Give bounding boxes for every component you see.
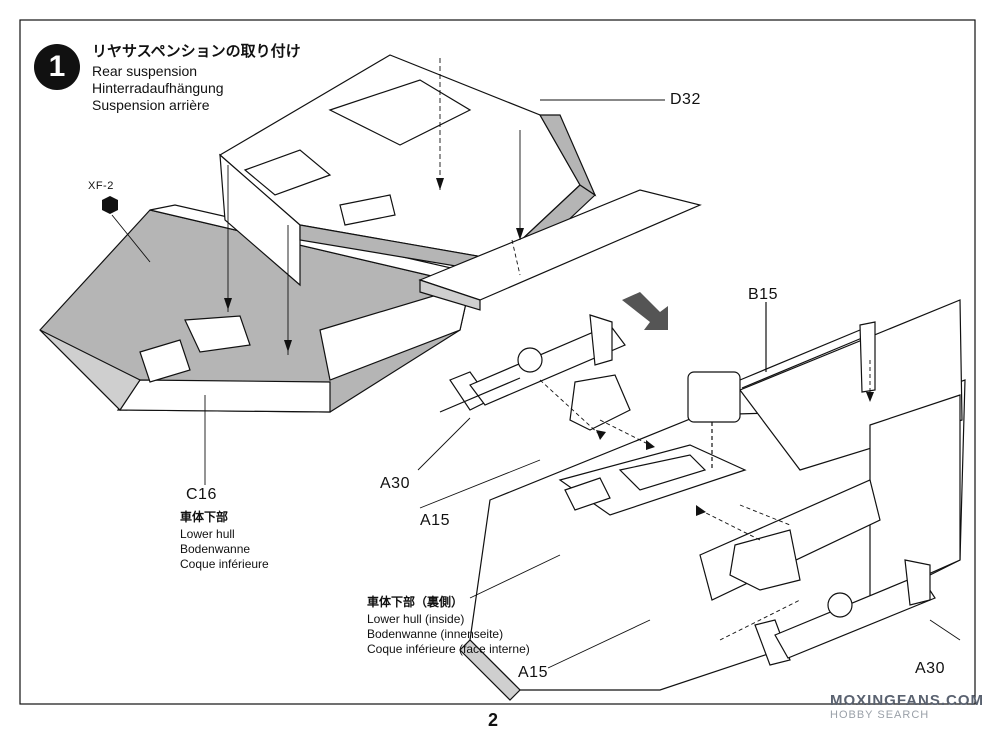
lower-hull-inside-fr: Coque inférieure (face interne) (367, 642, 530, 656)
lower-hull-en: Lower hull (180, 527, 235, 541)
part-a30-left (439, 314, 631, 431)
step-number-badge: 1 (34, 44, 80, 90)
lower-hull-label: 車体下部 Lower hull Bodenwanne Coque inférie… (180, 508, 269, 572)
arrowheads-upper (224, 178, 524, 352)
guide-lines-lower (539, 360, 871, 641)
watermark: MOXINGFANS.COM HOBBY SEARCH (830, 692, 984, 721)
part-a30-right (729, 529, 936, 666)
lower-hull-de: Bodenwanne (180, 542, 251, 556)
label-a30: A30 (380, 475, 410, 492)
label-b15: B15 (748, 286, 778, 303)
label-a15-lower: A15 (518, 664, 548, 681)
direction-arrow (622, 292, 668, 330)
watermark-line2: HOBBY SEARCH (830, 709, 930, 721)
label-d32: D32 (670, 91, 701, 108)
lower-hull-jp: 車体下部 (180, 510, 229, 524)
lower-hull-inside-label: 車体下部（裏側） Lower hull (inside) Bodenwanne … (367, 593, 530, 657)
label-c16: C16 (186, 486, 217, 503)
label-xf2: XF-2 (88, 180, 114, 192)
lower-hull-inside-en: Lower hull (inside) (367, 612, 465, 626)
step-title-jp: リヤサスペンションの取り付け (92, 42, 301, 60)
guide-lines-upper (111, 58, 665, 485)
lower-hull-fr: Coque inférieure (180, 557, 269, 571)
lower-hull-c16 (39, 204, 472, 413)
step-title-fr: Suspension arrière (92, 97, 210, 113)
lower-hull-inside-de: Bodenwanne (innenseite) (367, 627, 504, 641)
step-titles: リヤサスペンションの取り付け Rear suspension Hinterrad… (92, 40, 301, 114)
watermark-line1: MOXINGFANS.COM (830, 692, 985, 709)
part-b15 (687, 302, 876, 470)
label-a15-upper: A15 (420, 512, 450, 529)
lower-hull-inside-jp: 車体下部（裏側） (367, 595, 464, 609)
arrowheads-lower (596, 392, 874, 516)
page-number: 2 (488, 710, 499, 730)
page-border (19, 19, 976, 705)
step-title-en: Rear suspension (92, 63, 198, 79)
label-a30-right: A30 (915, 660, 945, 677)
xf2-hex (102, 196, 118, 214)
rail-right (418, 189, 702, 311)
step-number: 1 (48, 50, 66, 83)
leader-lines (417, 417, 961, 669)
step-title-de: Hinterradaufhängung (92, 80, 224, 96)
